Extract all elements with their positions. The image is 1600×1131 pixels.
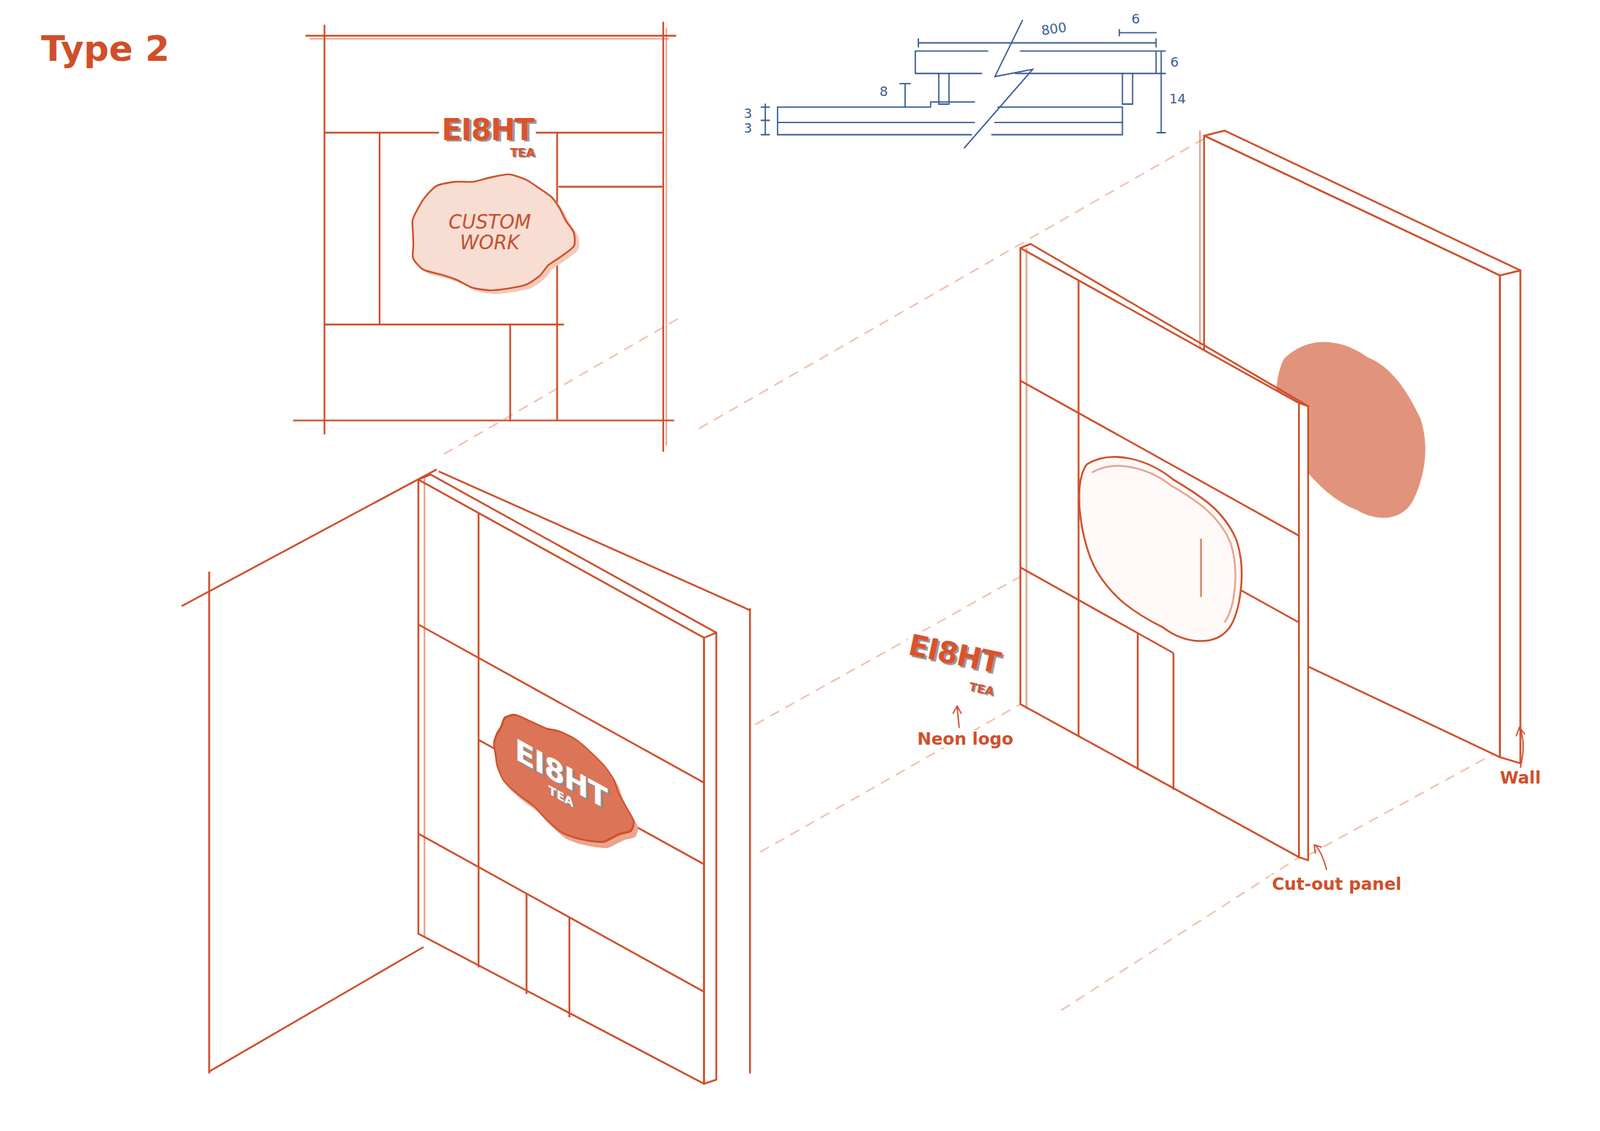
dimension: 3 <box>741 121 755 136</box>
sketch-line <box>1122 73 1133 105</box>
sketch-line <box>378 132 381 325</box>
sketch-line <box>418 479 705 1084</box>
sketch-line <box>704 632 717 1084</box>
sketch-line <box>1078 456 1242 641</box>
sketch-line <box>181 469 437 607</box>
sketch-group <box>1020 244 1309 861</box>
part-label: Wall <box>1497 768 1543 787</box>
sketch-line <box>556 132 558 421</box>
sketch-line <box>1199 538 1203 597</box>
sketch-line <box>1314 845 1327 870</box>
sketch-line <box>1500 270 1521 763</box>
sketch-group <box>181 469 750 1084</box>
sketch-line <box>665 28 667 445</box>
dimension: 6 <box>1129 12 1142 27</box>
dimension: 14 <box>1166 92 1189 107</box>
sketch-line <box>761 104 770 135</box>
sketch-line <box>293 419 674 421</box>
sketch-line <box>1136 632 1139 770</box>
sketch-line <box>1015 51 1156 75</box>
sketch-line <box>662 22 665 452</box>
logo-subtext: TEA <box>507 146 538 160</box>
sketch-line <box>1119 29 1156 36</box>
sketch-group <box>761 20 1166 149</box>
blob-shape <box>411 174 575 291</box>
sketch-line <box>952 705 961 728</box>
sketch-line <box>418 833 705 992</box>
sketch-line <box>208 946 423 1072</box>
sketch-line <box>754 576 1021 725</box>
part-label: Cut-out panel <box>1269 875 1404 893</box>
sketch-line <box>306 35 676 37</box>
sketch-line <box>1020 247 1299 857</box>
logo-wordmark: EI8HT <box>439 114 537 146</box>
sketch-line <box>1092 466 1236 623</box>
sketch-group <box>293 22 676 452</box>
sketch-line <box>444 318 679 454</box>
sketch-line <box>777 101 975 108</box>
sketch-line <box>418 474 717 633</box>
sketch-line <box>900 83 911 108</box>
shape-text: CUSTOM WORK <box>434 211 545 254</box>
sketch-line <box>749 608 752 1074</box>
sketch-line <box>324 323 564 326</box>
sketch-line <box>1516 727 1525 768</box>
sketch-line <box>1025 247 1028 709</box>
sketch-line <box>991 107 1123 135</box>
sketch-line <box>1298 403 1309 861</box>
sketch-group <box>952 705 1525 870</box>
custom-work-panel: CUSTOM WORK <box>398 167 582 298</box>
sketch-line <box>1061 856 1299 1010</box>
sketch-line <box>310 38 669 40</box>
sketch-line <box>760 704 1021 853</box>
dimension: 3 <box>741 106 755 121</box>
sketch-line <box>559 186 664 188</box>
sketch-line <box>777 134 972 136</box>
sketch-line <box>1020 244 1309 407</box>
sketch-line <box>1172 653 1175 791</box>
sketch-line <box>994 121 1123 124</box>
blob-shape <box>493 694 634 873</box>
sketch-group <box>181 20 1525 1085</box>
sketch-line <box>918 38 1156 47</box>
logo-wordmark: EI8HT <box>903 628 1005 679</box>
sketch-line <box>568 917 571 1018</box>
sketch-line <box>423 477 426 937</box>
sketch-line <box>323 25 326 434</box>
sketch-line <box>938 73 950 105</box>
sketch-line <box>1308 744 1511 855</box>
logo-subtext: TEA <box>966 680 998 700</box>
sketch-line <box>776 107 779 135</box>
dimension: 8 <box>877 85 890 99</box>
part-label: Neon logo <box>915 730 1016 748</box>
dimension: 800 <box>1038 20 1071 39</box>
sketch-line <box>509 324 511 421</box>
sketch-line <box>525 894 528 994</box>
sketch-line <box>964 20 1033 149</box>
sketch-line <box>915 51 988 75</box>
sketch-line <box>208 571 211 1074</box>
sketch-line <box>1157 51 1166 133</box>
dimension: 6 <box>1168 54 1181 69</box>
sheet-title: Type 2 <box>41 27 170 69</box>
sketch-line <box>777 121 975 124</box>
